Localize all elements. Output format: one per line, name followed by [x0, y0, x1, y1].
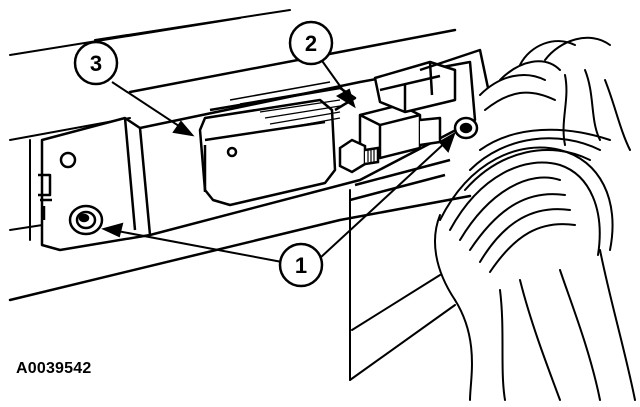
stud-nut: [338, 138, 380, 174]
sensor-module-2: [358, 48, 490, 160]
callout-1-label: 1: [295, 253, 307, 278]
callout-2-label: 2: [305, 31, 317, 56]
mounting-bolt-left: [68, 204, 104, 236]
leader-arrows: [101, 57, 456, 263]
callout-3: 3: [73, 40, 119, 86]
figure-code: A0039542: [16, 360, 92, 377]
callout-2: 2: [288, 20, 334, 66]
background-panel: [8, 9, 472, 381]
mounting-bolt-right: [453, 116, 479, 140]
wiring-harness: [434, 36, 636, 401]
callout-1: 1: [278, 242, 324, 288]
module-housing-3: [198, 81, 357, 207]
callout-3-label: 3: [90, 51, 102, 76]
